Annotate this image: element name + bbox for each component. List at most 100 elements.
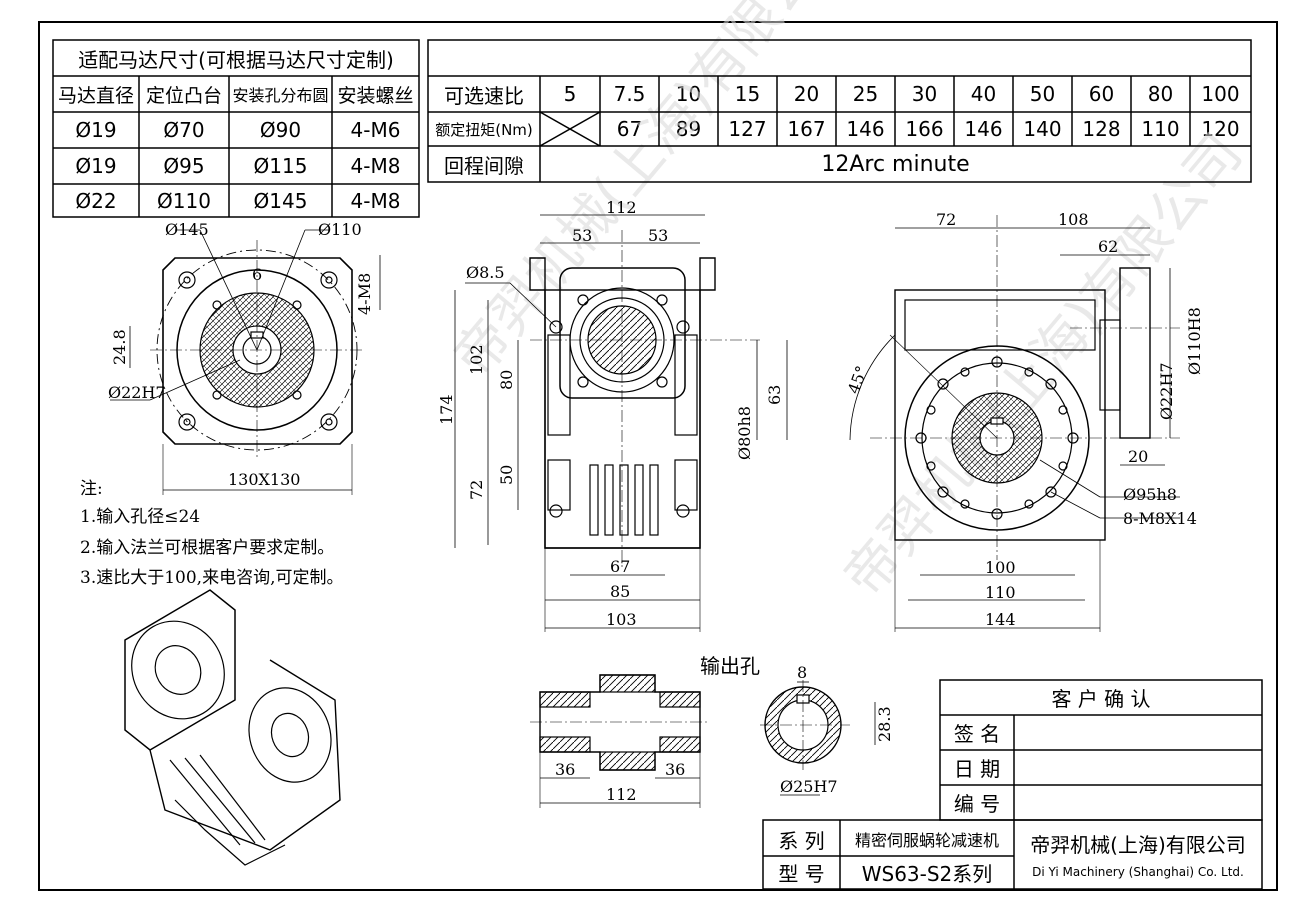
dim-front-w67: 67 bbox=[610, 557, 630, 576]
dim-side-w100: 100 bbox=[985, 558, 1016, 577]
torque-value: 167 bbox=[787, 117, 826, 141]
ratio-value: 30 bbox=[911, 82, 938, 106]
dim-front-w53b: 53 bbox=[648, 226, 668, 245]
dim-front-w112: 112 bbox=[606, 198, 637, 217]
front-view bbox=[454, 214, 788, 632]
ratio-value: 10 bbox=[675, 82, 702, 106]
dim-front-h102: 102 bbox=[467, 344, 486, 375]
shaft-section-view bbox=[530, 674, 710, 808]
dim-side-w72: 72 bbox=[936, 210, 956, 229]
dim-front-w103: 103 bbox=[606, 610, 637, 629]
series-label: 系 列 bbox=[778, 828, 825, 853]
output-hole-view bbox=[760, 680, 876, 796]
dim-side-w108: 108 bbox=[1058, 210, 1089, 229]
dim-flange-d110: Ø110 bbox=[318, 220, 362, 239]
dim-side-w144: 144 bbox=[985, 610, 1016, 629]
dim-shaft-w36b: 36 bbox=[665, 760, 685, 779]
dim-side-d95: Ø95h8 bbox=[1123, 485, 1177, 504]
dim-side-d110: Ø110H8 bbox=[1185, 307, 1204, 375]
motor-cell: 4-M8 bbox=[350, 154, 401, 178]
table-grid bbox=[52, 39, 1263, 890]
motor-cell: Ø110 bbox=[157, 188, 211, 213]
dim-flange-h248: 24.8 bbox=[110, 329, 129, 365]
dim-shaft-w112: 112 bbox=[606, 785, 637, 804]
note-item: 1.输入孔径≤24 bbox=[80, 507, 201, 527]
torque-value: 166 bbox=[905, 117, 944, 141]
motor-cell: Ø19 bbox=[75, 118, 117, 142]
input-flange-view bbox=[110, 229, 381, 495]
dim-side-w62: 62 bbox=[1098, 237, 1118, 256]
ratio-value: 20 bbox=[793, 82, 820, 106]
ratio-value: 80 bbox=[1147, 82, 1174, 106]
ratio-value: 40 bbox=[970, 82, 997, 106]
notes-title: 注: bbox=[80, 479, 103, 499]
motor-table-title: 适配马达尺寸(可根据马达尺寸定制) bbox=[78, 47, 394, 72]
torque-label: 额定扭矩(Nm) bbox=[435, 120, 533, 139]
ratio-value: 15 bbox=[734, 82, 761, 106]
dim-side-w110: 110 bbox=[985, 583, 1016, 602]
dim-front-w85: 85 bbox=[610, 582, 630, 601]
confirm-number-label: 编 号 bbox=[953, 792, 1001, 816]
dim-front-h72: 72 bbox=[467, 480, 486, 500]
torque-value: 146 bbox=[846, 117, 885, 141]
dim-hole-h283: 28.3 bbox=[875, 706, 894, 742]
company-name-cn: 帝羿机械(上海)有限公司 bbox=[1030, 832, 1246, 857]
series-value: 精密伺服蜗轮减速机 bbox=[854, 831, 999, 850]
dim-shaft-w36a: 36 bbox=[555, 760, 575, 779]
dim-front-d85: Ø8.5 bbox=[466, 263, 505, 282]
motor-cell: Ø145 bbox=[253, 188, 308, 213]
torque-value: 140 bbox=[1023, 117, 1062, 141]
note-item: 2.输入法兰可根据客户要求定制。 bbox=[80, 538, 335, 558]
motor-cell: 4-M8 bbox=[350, 188, 401, 213]
drawing-frame bbox=[38, 21, 1278, 891]
dim-flange-w6: 6 bbox=[252, 265, 262, 284]
ratio-value: 25 bbox=[852, 82, 879, 106]
dim-front-h174: 174 bbox=[437, 394, 456, 425]
motor-cell: Ø115 bbox=[253, 154, 308, 178]
ratio-value: 100 bbox=[1201, 82, 1240, 106]
ratio-value: 60 bbox=[1088, 82, 1115, 106]
confirm-sign-label: 签 名 bbox=[953, 722, 1001, 746]
dim-front-h80: 80 bbox=[497, 370, 516, 390]
motor-header-circle: 安装孔分布圆 bbox=[232, 86, 329, 105]
dim-side-a45: 45° bbox=[844, 363, 872, 396]
motor-cell: Ø90 bbox=[259, 118, 302, 142]
motor-cell: 4-M6 bbox=[350, 118, 401, 142]
dim-flange-d145: Ø145 bbox=[165, 220, 209, 239]
dim-flange-m8: 4-M8 bbox=[355, 273, 374, 315]
dim-flange-square: 130X130 bbox=[228, 470, 300, 489]
backlash-value: 12Arc minute bbox=[821, 151, 970, 177]
model-value: WS63-S2系列 bbox=[861, 862, 993, 886]
confirm-title: 客 户 确 认 bbox=[1051, 687, 1151, 711]
dim-side-m8x14: 8-M8X14 bbox=[1123, 509, 1197, 528]
motor-cell: Ø70 bbox=[163, 118, 205, 142]
dim-front-h50: 50 bbox=[497, 465, 516, 485]
motor-header-screw: 安装螺丝 bbox=[337, 84, 414, 107]
side-view bbox=[849, 215, 1180, 632]
backlash-label: 回程间隙 bbox=[444, 153, 524, 178]
torque-value: 89 bbox=[675, 117, 702, 141]
dim-side-d22: Ø22H7 bbox=[1157, 362, 1176, 420]
dim-front-w53a: 53 bbox=[572, 226, 592, 245]
torque-value: 120 bbox=[1201, 117, 1240, 141]
ratio-value: 50 bbox=[1029, 82, 1056, 106]
confirm-date-label: 日 期 bbox=[953, 757, 1001, 781]
motor-cell: Ø95 bbox=[163, 154, 205, 178]
dim-hole-w8: 8 bbox=[797, 663, 807, 682]
dim-flange-d22: Ø22H7 bbox=[108, 383, 166, 402]
ratio-value: 7.5 bbox=[613, 82, 646, 106]
model-label: 型 号 bbox=[778, 862, 825, 886]
torque-value: 67 bbox=[616, 117, 643, 141]
torque-value: 110 bbox=[1141, 117, 1180, 141]
motor-cell: Ø19 bbox=[75, 154, 117, 178]
torque-value: 127 bbox=[728, 117, 767, 141]
note-item: 3.速比大于100,来电咨询,可定制。 bbox=[80, 568, 344, 588]
isometric-view bbox=[124, 589, 341, 866]
motor-header-diameter: 马达直径 bbox=[57, 84, 134, 107]
dim-front-h63: 63 bbox=[765, 385, 784, 405]
ratio-label: 可选速比 bbox=[444, 83, 524, 108]
motor-cell: Ø22 bbox=[75, 188, 117, 213]
company-name-en: Di Yi Machinery (Shanghai) Co. Ltd. bbox=[1032, 865, 1244, 879]
torque-value: 146 bbox=[964, 117, 1003, 141]
